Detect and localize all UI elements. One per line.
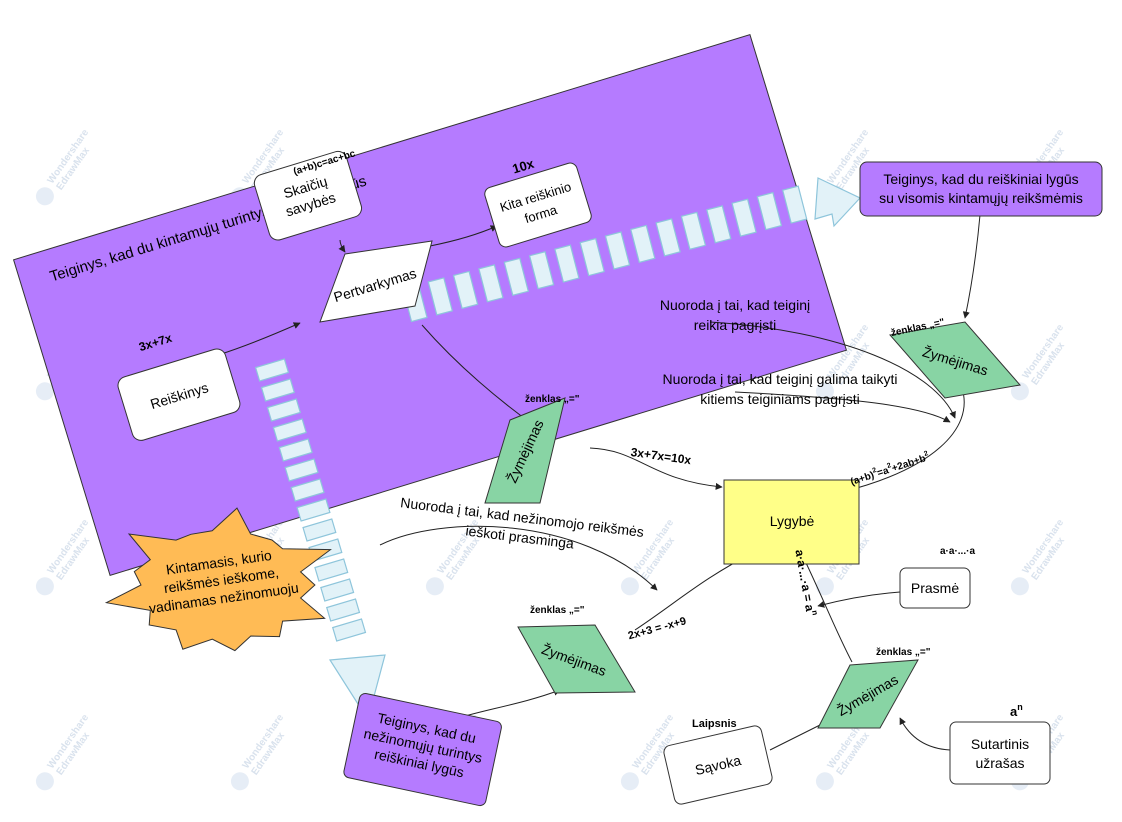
dotted-arrow-down-segment xyxy=(325,598,361,622)
label-zenklas-br: ženklas „=" xyxy=(876,647,931,658)
node-prasme[interactable]: Prasmė xyxy=(899,567,971,609)
node-zymejimas-br[interactable]: Žymėjimas xyxy=(817,659,919,729)
dotted-arrow-right-segment xyxy=(528,251,555,290)
node-nezinomuju[interactable]: Teiginys, kad du nežinomųjų turintys rei… xyxy=(343,692,503,807)
label-eq-square: (a+b)2=a2+2ab+b2 xyxy=(849,450,931,488)
connector-zymejimas-lygybe xyxy=(589,447,723,490)
watermark-logo-icon xyxy=(815,382,834,401)
node-sutartinis[interactable]: Sutartinis užrašas xyxy=(949,721,1051,785)
watermark-logo-icon xyxy=(1010,577,1029,596)
label-eq-2x3: 2x+3 = -x+9 xyxy=(627,615,688,642)
node-reiskinys[interactable]: Reiškinys xyxy=(116,347,242,443)
label-power-product: a·a·...·a xyxy=(940,546,975,557)
dotted-arrow-down-segment xyxy=(260,378,296,402)
dotted-arrow-right-segment xyxy=(680,211,707,250)
dotted-arrow-right-segment xyxy=(731,198,757,237)
node-pertvarkymas[interactable]: Pertvarkymas xyxy=(319,240,433,323)
dotted-arrow-right-segment xyxy=(655,218,681,257)
dotted-arrow-down-segment xyxy=(320,578,355,602)
connector-pertvarkymas-kita xyxy=(429,225,498,247)
dotted-arrow-right-segment xyxy=(503,257,530,296)
node-skaiciu-savybes[interactable]: Skaičių savybės xyxy=(252,149,364,242)
connector-prasme xyxy=(817,591,901,608)
node-zymejimas-middle[interactable]: Žymėjimas xyxy=(484,397,566,504)
connector-sutartinis-zymejimas xyxy=(899,717,951,751)
node-zymejimas-right[interactable]: Žymėjimas xyxy=(889,321,1021,399)
dotted-arrow-right-segment xyxy=(554,244,580,283)
watermark-logo-icon xyxy=(35,382,54,401)
dotted-arrow-right-segment xyxy=(427,277,454,316)
dotted-arrow-down-segment xyxy=(254,358,290,382)
dotted-arrow-right-segment xyxy=(756,191,783,231)
connectors xyxy=(217,214,981,751)
watermark-logo-icon xyxy=(35,577,54,596)
dotted-arrow-down-segment xyxy=(296,498,331,522)
dotted-arrow-down-segment xyxy=(272,418,307,442)
dotted-arrow-right-segment xyxy=(452,270,479,310)
note-taikyti: Nuoroda į tai, kad teiginį galima taikyt… xyxy=(662,371,897,407)
connector-savybes-pertvarkymas xyxy=(338,239,346,253)
note-taikyti-line1: Nuoroda į tai, kad teiginį galima taikyt… xyxy=(662,371,897,387)
note-pagristi: Nuoroda į tai, kad teiginį reikia pagrįs… xyxy=(660,297,810,333)
dotted-arrow-right-segment xyxy=(781,185,808,224)
watermark-logo-icon xyxy=(35,772,54,791)
node-sutartinis-line2: užrašas xyxy=(975,755,1024,771)
label-expr-10x: 10x xyxy=(511,156,537,177)
dotted-arrow-right-segment xyxy=(579,237,605,277)
svg-text:(a+b)2=a2+2ab+b2: (a+b)2=a2+2ab+b2 xyxy=(849,450,931,488)
dotted-arrow-down-segment xyxy=(302,518,337,542)
dotted-arrow-right-segment xyxy=(604,231,631,270)
watermark-logo-icon xyxy=(425,577,444,596)
label-laipsnis: Laipsnis xyxy=(692,718,737,730)
connector-zymejimas-lygybe-right xyxy=(841,387,965,494)
dotted-arrow-down-segment xyxy=(331,618,367,642)
node-prasme-label: Prasmė xyxy=(911,580,959,596)
watermark-logo-icon xyxy=(620,772,639,791)
watermark-logo-icon xyxy=(35,187,54,206)
label-zenklas-bottom: ženklas „=" xyxy=(530,605,585,616)
watermark-logo-icon xyxy=(230,772,249,791)
label-zenklas-middle: ženklas „=" xyxy=(525,394,580,405)
dotted-arrow-right-head xyxy=(814,177,861,228)
label-an: an xyxy=(1010,702,1023,719)
dotted-arrow-down-segment xyxy=(284,458,319,482)
dotted-arrow-right-segment xyxy=(706,205,732,244)
note-pagristi-line2: reikia pagrįsti xyxy=(694,317,776,333)
note-pagristi-line1: Nuoroda į tai, kad teiginį xyxy=(660,297,810,313)
watermark-logo-icon xyxy=(1010,382,1029,401)
watermark-logo-icon xyxy=(815,772,834,791)
watermark-logo-icon xyxy=(620,577,639,596)
note-taikyti-line2: kitiems teiginiams pagrįsti xyxy=(700,391,860,407)
connector-note-pagristi xyxy=(709,321,956,419)
connector-note-taikyti xyxy=(734,391,951,423)
node-kita-forma[interactable]: Kita reiškinio forma xyxy=(483,161,593,248)
watermark-logo-icon xyxy=(815,577,834,596)
node-kintamasis[interactable]: Kintamasis, kurio reikšmės ieškome, vadi… xyxy=(104,507,332,652)
node-lygybe-label: Lygybė xyxy=(770,513,815,529)
connector-note-nezinomojo xyxy=(379,525,658,591)
note-nezinomojo: Nuoroda į tai, kad nežinomojo reikšmės i… xyxy=(400,494,645,551)
dotted-arrow-down-segment xyxy=(266,398,302,422)
node-visomis-line2: su visomis kintamųjų reikšmėmis xyxy=(879,190,1083,206)
dotted-arrow-right-segment xyxy=(630,224,656,264)
connector-visomis-zymejimas xyxy=(962,214,981,319)
node-sutartinis-line1: Sutartinis xyxy=(971,736,1029,752)
node-visomis[interactable]: Teiginys, kad du reiškiniai lygūs su vis… xyxy=(859,161,1103,217)
node-zymejimas-bottom[interactable]: Žymėjimas xyxy=(517,624,636,694)
dotted-arrow-down-segment xyxy=(278,438,313,462)
dotted-arrow-down-segment xyxy=(314,558,349,582)
label-eq-3x7x: 3x+7x=10x xyxy=(630,445,692,467)
node-savoka[interactable]: Sąvoka xyxy=(663,725,774,806)
dotted-arrow-right-segment xyxy=(478,264,504,303)
node-visomis-line1: Teiginys, kad du reiškiniai lygūs xyxy=(883,171,1078,187)
node-lygybe[interactable]: Lygybė xyxy=(723,479,860,565)
dotted-arrow-down-segment xyxy=(290,478,325,502)
